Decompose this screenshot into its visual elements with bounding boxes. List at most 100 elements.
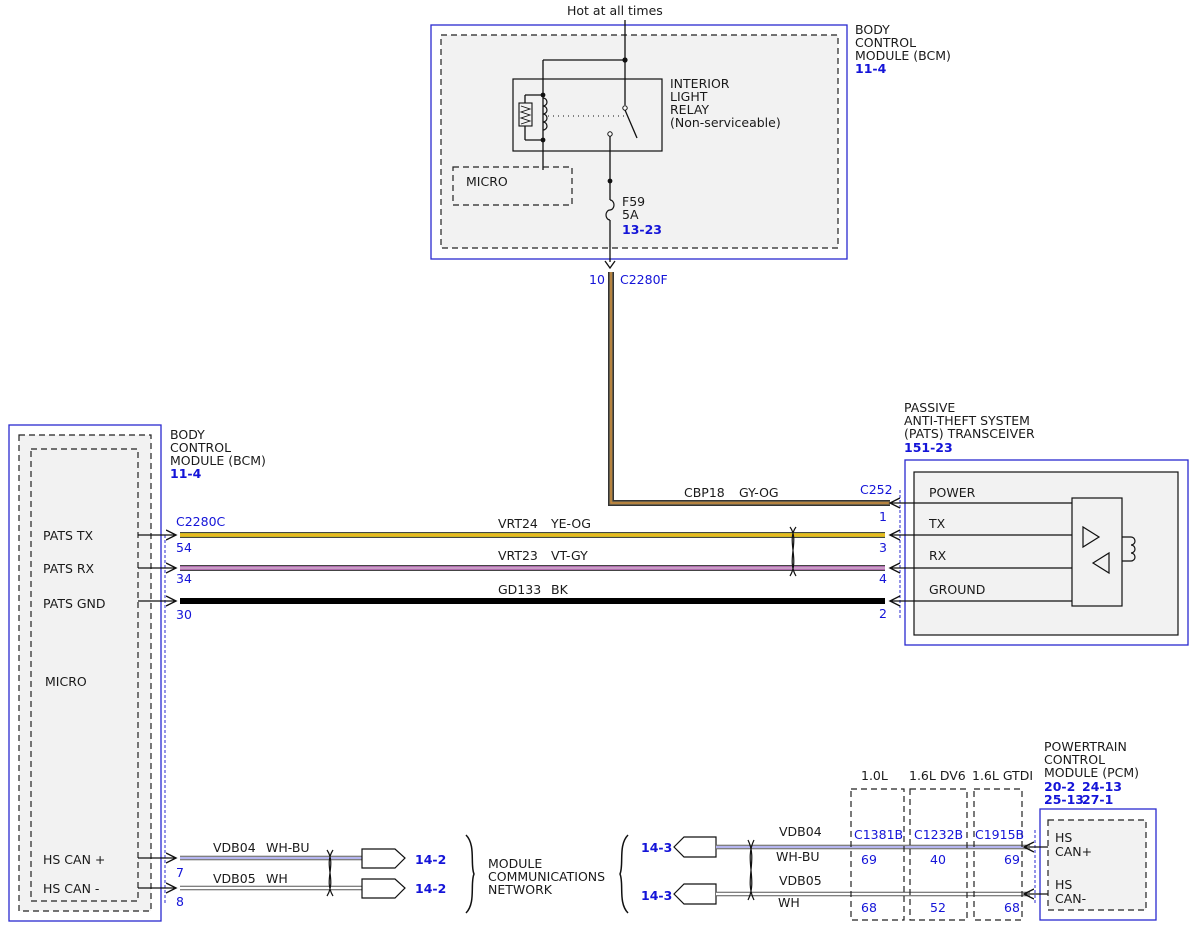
hs-can-minus-label: HS CAN -	[43, 881, 99, 896]
transceiver-block	[1071, 497, 1123, 607]
left-can-wires: VDB04 WH-BU VDB05 WH 14-2 14-2	[180, 840, 446, 899]
tx-amplifier-icon	[1082, 525, 1101, 549]
top-bcm-name-line1: BODY	[855, 22, 890, 37]
hot-at-all-times-label: Hot at all times	[567, 3, 663, 18]
pcm-name-line3: MODULE (PCM)	[1044, 765, 1139, 780]
engine-1-6l-dv6-label: 1.6L DV6	[909, 768, 966, 783]
top-bcm-name-line3: MODULE (BCM)	[855, 48, 951, 63]
c1381b-pin-plus: 69	[861, 852, 877, 867]
wire-vrt24: VRT24 YE-OG	[180, 516, 885, 538]
engine-1-6l-gtdi-label: 1.6L GTDI	[972, 768, 1033, 783]
left-can-minus-ref-link[interactable]: 14-2	[415, 881, 446, 896]
can-twisted-pair-left-icon	[326, 849, 334, 897]
pats-ground-label: GROUND	[929, 582, 985, 597]
pcm-name-line1: POWERTRAIN	[1044, 739, 1127, 754]
wire-gd133: GD133 BK	[180, 582, 885, 604]
top-micro-box	[452, 166, 573, 206]
left-vdb05-color: WH	[266, 871, 288, 886]
can-twisted-pair-right-icon	[747, 839, 755, 901]
right-can-minus-ref-link[interactable]: 14-3	[641, 888, 672, 903]
fuse-ref-link[interactable]: 13-23	[622, 222, 662, 237]
left-pin-8: 8	[176, 894, 184, 909]
fuse-name: F59	[622, 194, 645, 209]
relay-switch-arm	[624, 109, 638, 139]
network-line1: MODULE	[488, 856, 542, 871]
relay-line1: INTERIOR	[670, 76, 730, 91]
wire-cbp18-circuit: CBP18	[684, 485, 725, 500]
pats-pin-1: 1	[879, 509, 887, 524]
right-can-wires: 14-3 14-3 VDB04 WH-BU VDB05 WH	[641, 824, 1030, 910]
wire-vrt23-circuit: VRT23	[498, 548, 538, 563]
pats-rx-label: PATS RX	[43, 561, 95, 576]
hs-can-plus-label: HS CAN +	[43, 852, 105, 867]
engine-1-0l-label: 1.0L	[861, 768, 888, 783]
twisted-pair-icon	[789, 526, 797, 577]
pcm-ref-24-13-link[interactable]: 24-13	[1082, 779, 1122, 794]
pats-pin-4: 4	[879, 571, 887, 586]
left-bcm-module: BODY CONTROL MODULE (BCM) 11-4 C2280C PA…	[8, 424, 266, 922]
pcm-name-line2: CONTROL	[1044, 752, 1105, 767]
top-bcm-module: Hot at all times BODY CONTROL MODULE (BC…	[430, 3, 951, 287]
pats-transceiver-module: PASSIVE ANTI-THEFT SYSTEM (PATS) TRANSCE…	[860, 400, 1189, 646]
left-can-plus-offpage-icon	[361, 848, 406, 869]
pcm-ref-27-1-link[interactable]: 27-1	[1082, 792, 1113, 807]
pats-ref-link[interactable]: 151-23	[904, 440, 953, 455]
right-vdb05-color: WH	[778, 895, 800, 910]
left-bcm-ref-link[interactable]: 11-4	[170, 466, 202, 481]
right-can-plus-ref-link[interactable]: 14-3	[641, 840, 672, 855]
pcm-ref-20-2-link[interactable]: 20-2	[1044, 779, 1075, 794]
c1381b-pin-minus: 68	[861, 900, 877, 915]
right-can-minus-offpage-icon	[673, 883, 717, 905]
left-pin-7: 7	[176, 865, 184, 880]
relay-line3: RELAY	[670, 102, 709, 117]
top-connector-c2280f: C2280F	[620, 272, 668, 287]
interior-light-relay	[512, 78, 663, 152]
c1915b-pin-minus: 68	[1004, 900, 1020, 915]
wire-cbp18: CBP18 GY-OG	[608, 272, 890, 506]
pcm-ref-25-13-link[interactable]: 25-13	[1044, 792, 1084, 807]
connector-c1915b: C1915B	[975, 827, 1024, 842]
left-bcm-name-line2: CONTROL	[170, 440, 231, 455]
pcm-hs-can-minus-line1: HS	[1055, 877, 1072, 892]
left-can-plus-ref-link[interactable]: 14-2	[415, 852, 446, 867]
right-vdb04-circuit: VDB04	[779, 824, 822, 839]
pcm-hs-can-plus-line1: HS	[1055, 830, 1072, 845]
fuse-f59-icon	[605, 199, 615, 221]
pats-name-line1: PASSIVE	[904, 400, 955, 415]
pats-power-label: POWER	[929, 485, 976, 500]
pats-pin-3: 3	[879, 540, 887, 555]
left-pin-30: 30	[176, 607, 192, 622]
right-vdb04-color: WH-BU	[776, 849, 820, 864]
left-vdb05-circuit: VDB05	[213, 871, 256, 886]
engine-options: 1.0L 1.6L DV6 1.6L GTDI C1381B C1232B C1…	[850, 768, 1033, 921]
pats-connector-c252: C252	[860, 482, 893, 497]
pats-name-line2: ANTI-THEFT SYSTEM	[904, 413, 1030, 428]
module-communications-network: MODULE COMMUNICATIONS NETWORK	[465, 834, 629, 914]
left-vdb04-color: WH-BU	[266, 840, 310, 855]
c1232b-pin-plus: 40	[930, 852, 946, 867]
left-can-minus-offpage-icon	[361, 878, 406, 899]
pcm-hs-can-minus-line2: CAN-	[1055, 891, 1086, 906]
fuse-rating: 5A	[622, 207, 639, 222]
top-pin-10: 10	[589, 272, 605, 287]
wire-vrt24-circuit: VRT24	[498, 516, 538, 531]
wire-gd133-circuit: GD133	[498, 582, 541, 597]
rx-amplifier-icon	[1091, 551, 1110, 575]
pcm-hs-can-plus-line2: CAN+	[1055, 844, 1092, 859]
wire-cbp18-color: GY-OG	[739, 485, 779, 500]
left-vdb04-circuit: VDB04	[213, 840, 256, 855]
left-bcm-name-line3: MODULE (BCM)	[170, 453, 266, 468]
left-micro-label: MICRO	[45, 674, 87, 689]
pats-gnd-label: PATS GND	[43, 596, 106, 611]
top-bcm-ref-link[interactable]: 11-4	[855, 61, 887, 76]
wire-vrt23-color: VT-GY	[551, 548, 588, 563]
pcm-module: POWERTRAIN CONTROL MODULE (PCM) 20-2 24-…	[1024, 739, 1157, 921]
network-line2: COMMUNICATIONS	[488, 869, 605, 884]
relay-line2: LIGHT	[670, 89, 708, 104]
right-can-plus-offpage-icon	[673, 836, 717, 858]
left-pin-54: 54	[176, 540, 192, 555]
antenna-coil-icon	[1122, 536, 1136, 562]
relay-coil	[542, 97, 548, 131]
wire-gd133-color: BK	[551, 582, 569, 597]
